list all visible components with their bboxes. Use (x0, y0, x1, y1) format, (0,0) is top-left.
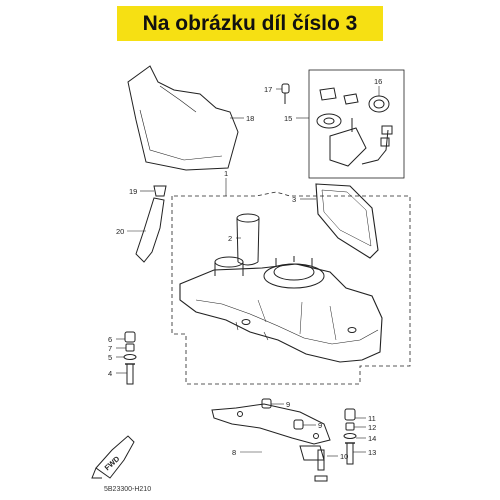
left-mount-stack (123, 331, 137, 385)
callout-9b: 9 (318, 421, 322, 430)
key-part (281, 83, 290, 104)
pad-part (315, 183, 379, 259)
fuel-tank-part (179, 256, 383, 363)
callout-18: 18 (246, 114, 254, 123)
lock-set-part (308, 69, 405, 179)
hose-part (135, 197, 165, 263)
callout-4: 4 (108, 369, 112, 378)
banner-title: Na obrázku díl číslo 3 (142, 11, 358, 35)
bolt-part-10 (314, 449, 328, 482)
callout-19: 19 (129, 187, 137, 196)
callout-9a: 9 (286, 400, 290, 409)
callout-13: 13 (368, 448, 376, 457)
grommet-part-a (261, 398, 272, 409)
grommet-part-b (293, 419, 304, 430)
title-banner: Na obrázku díl číslo 3 (117, 6, 383, 41)
callout-7: 7 (108, 344, 112, 353)
fwd-arrow-icon (91, 435, 135, 479)
diagram-code: 5B23300-H210 (104, 486, 152, 493)
leader-lines (116, 86, 380, 457)
callout-14: 14 (368, 434, 376, 443)
callout-16: 16 (374, 77, 382, 86)
callout-15: 15 (284, 114, 292, 123)
assembly-outline (171, 191, 411, 385)
callout-5: 5 (108, 353, 112, 362)
filler-pipe-part (236, 213, 260, 266)
callout-10: 10 (340, 452, 348, 461)
callout-2: 2 (228, 234, 232, 243)
callout-20: 20 (116, 227, 124, 236)
right-mount-stack (343, 408, 357, 465)
bracket-part (211, 403, 331, 461)
clamp-part (153, 185, 167, 197)
callout-3: 3 (292, 195, 296, 204)
callout-1: 1 (224, 169, 228, 178)
callout-17: 17 (264, 85, 272, 94)
callout-8: 8 (232, 448, 236, 457)
callout-11: 11 (368, 414, 376, 423)
side-cover-part (127, 65, 239, 171)
callout-12: 12 (368, 423, 376, 432)
callout-6: 6 (108, 335, 112, 344)
